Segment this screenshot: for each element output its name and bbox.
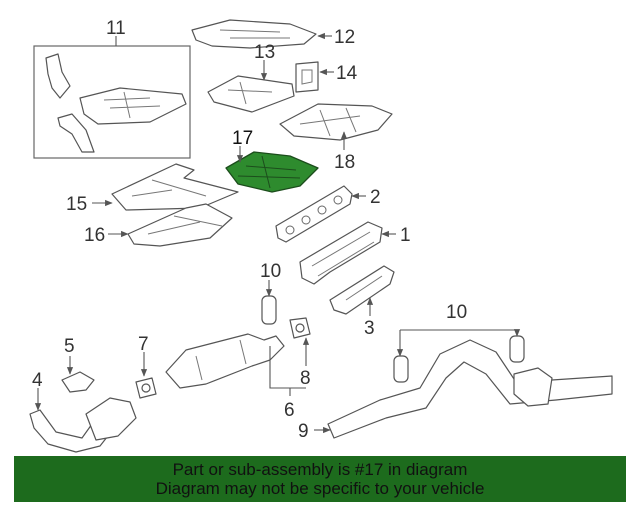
info-banner: Part or sub-assembly is #17 in diagram D… — [14, 456, 626, 502]
part-10-clamp-top — [261, 295, 277, 325]
callout-17: 17 — [232, 128, 253, 149]
part-14-bracket — [295, 61, 319, 93]
part-7-hole — [141, 383, 151, 393]
leader-lines — [34, 32, 521, 434]
part-15-ribs — [131, 179, 207, 197]
callout-15: 15 — [66, 194, 87, 215]
banner-line-1: Part or sub-assembly is #17 in diagram — [172, 460, 468, 479]
callout-7: 7 — [138, 334, 149, 355]
callout-13: 13 — [254, 42, 275, 63]
callout-11: 11 — [106, 18, 126, 39]
callout-10-right: 10 — [446, 302, 467, 323]
part-9-muffler — [513, 367, 553, 407]
callout-16: 16 — [84, 225, 105, 246]
part-16-ribs — [147, 215, 223, 235]
callout-8: 8 — [300, 368, 311, 389]
callout-4: 4 — [32, 370, 43, 391]
part-10-clamp-right — [509, 335, 525, 363]
part-16-panel — [127, 203, 233, 247]
part-2-gasket — [275, 185, 353, 243]
callout-12: 12 — [334, 27, 355, 48]
part-12-top-panel — [191, 19, 317, 49]
callout-6: 6 — [284, 400, 295, 421]
part-13-ribs — [227, 81, 273, 105]
part-18-ribs — [299, 107, 361, 137]
callout-1: 1 — [400, 225, 411, 246]
callout-2: 2 — [370, 187, 381, 208]
part-11-floor-ribs — [103, 91, 161, 119]
part-11-group — [33, 45, 191, 159]
part-5-bracket — [61, 371, 95, 393]
part-13-panel — [207, 75, 295, 113]
part-6-converter — [165, 333, 285, 389]
callout-10-top: 10 — [260, 261, 281, 282]
callout-9: 9 — [298, 421, 309, 442]
part-4-converter — [85, 397, 137, 441]
parts-diagram: 11 12 13 14 17 18 15 2 16 1 10 10 3 5 7 … — [29, 18, 613, 453]
part-6-detail — [195, 339, 247, 381]
part-11-left-bracket — [45, 53, 71, 99]
part-18-panel — [279, 103, 393, 141]
part-17-detail — [237, 155, 301, 189]
part-2-ports — [285, 195, 343, 235]
part-14-detail — [301, 69, 313, 85]
callout-3: 3 — [364, 318, 375, 339]
part-3-detail — [345, 275, 383, 301]
part-9-pipe — [327, 339, 613, 439]
part-8-hole — [295, 323, 305, 333]
part-11-floor-panel — [79, 87, 187, 125]
callout-5: 5 — [64, 336, 75, 357]
part-12-ribs — [219, 29, 290, 39]
part-3-heat-shield — [329, 265, 395, 315]
callout-18: 18 — [334, 152, 355, 173]
callout-14: 14 — [336, 63, 358, 84]
part-11-curved-panel — [57, 113, 95, 153]
part-10-clamp-left — [393, 355, 409, 383]
part-17-highlighted — [225, 151, 319, 193]
part-1-detail — [311, 231, 375, 277]
banner-line-2: Diagram may not be specific to your vehi… — [155, 479, 485, 498]
